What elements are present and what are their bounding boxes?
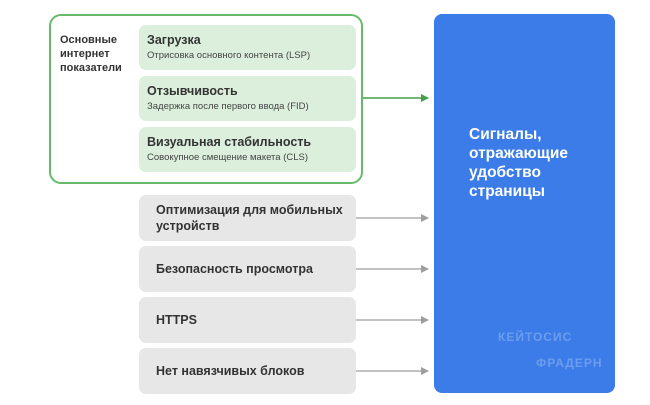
watermark-line: КЕЙТОСИС [498,330,573,344]
core-item-interactivity: Отзывчивость Задержка после первого ввод… [139,76,356,121]
core-item-visual-stability: Визуальная стабильность Совокупное смеще… [139,127,356,172]
core-item-title: Отзывчивость [147,84,238,98]
watermark-line: ФРАДЕРН [536,356,603,370]
page-experience-box [434,14,615,393]
signal-https: HTTPS [139,297,356,343]
core-item-subtitle: Совокупное смещение макета (CLS) [147,152,309,163]
core-item-subtitle: Отрисовка основного контента (LSP) [147,50,311,61]
signal-safe-browsing: Безопасность просмотра [139,246,356,292]
core-item-title: Визуальная стабильность [147,135,312,149]
signal-mobile-friendly: Оптимизация для мобильных устройств [139,195,356,241]
core-item-subtitle: Задержка после первого ввода (FID) [147,101,309,112]
page-experience-label: Сигналы, отражающие удобство страницы [469,126,569,200]
watermark: КЕЙТОСИС ФРАДЕРН [476,326,641,386]
signal-no-intrusive-interstitials: Нет навязчивых блоков [139,348,356,394]
core-item-title: Загрузка [147,33,201,47]
core-web-vitals-label: Основные интернет показатели [60,34,122,74]
core-item-loading: Загрузка Отрисовка основного контента (L… [139,25,356,70]
